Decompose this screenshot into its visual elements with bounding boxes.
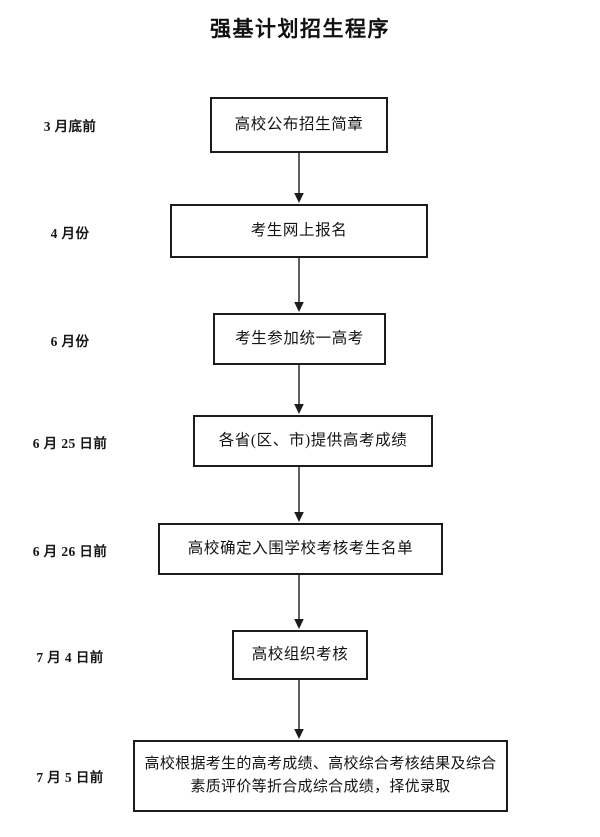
down-arrow-icon	[292, 365, 306, 414]
down-arrow-icon	[292, 153, 306, 203]
down-arrow-icon	[292, 575, 306, 629]
flow-step-box-4: 各省(区、市)提供高考成绩	[193, 415, 433, 467]
stage-label-5: 6 月 26 日前	[32, 544, 108, 559]
stage-label-1: 3 月底前	[43, 119, 97, 134]
flow-step-box-6: 高校组织考核	[232, 630, 368, 680]
page-title: 强基计划招生程序	[210, 18, 390, 41]
stage-label-7: 7 月 5 日前	[36, 770, 104, 785]
stage-label-4: 6 月 25 日前	[32, 436, 108, 451]
flow-step-box-1: 高校公布招生简章	[210, 97, 388, 153]
stage-label-3: 6 月份	[50, 334, 90, 349]
down-arrow-icon	[292, 680, 306, 739]
stage-label-2: 4 月份	[50, 226, 90, 241]
down-arrow-icon	[292, 258, 306, 312]
flow-step-box-3: 考生参加统一高考	[213, 313, 386, 365]
flow-step-box-7: 高校根据考生的高考成绩、高校综合考核结果及综合素质评价等折合成综合成绩，择优录取	[133, 740, 508, 812]
down-arrow-icon	[292, 467, 306, 522]
flow-step-box-2: 考生网上报名	[170, 204, 428, 258]
flow-step-box-5: 高校确定入围学校考核考生名单	[158, 523, 443, 575]
stage-label-6: 7 月 4 日前	[36, 650, 104, 665]
